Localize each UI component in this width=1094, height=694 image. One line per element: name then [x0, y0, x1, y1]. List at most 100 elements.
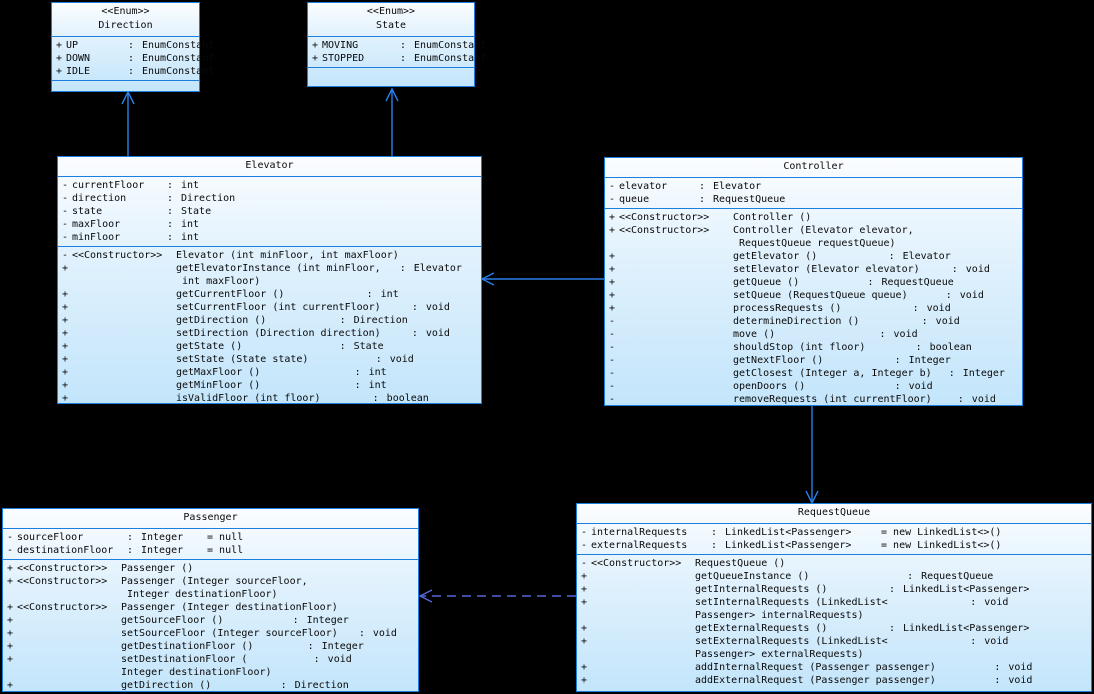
- attribute-type: Direction: [181, 193, 236, 204]
- class-operations-compartment: [52, 80, 199, 85]
- visibility-marker: +: [61, 393, 69, 404]
- operation-stereotype: [17, 679, 121, 692]
- visibility-marker: -: [61, 206, 69, 217]
- attribute-type: EnumConstant: [142, 66, 215, 77]
- operation-signature: getClosest (Integer a, Integer b): [733, 368, 932, 379]
- operation-return-type: RequestQueue: [921, 571, 994, 582]
- operation-row: +<<Constructor>>Passenger (): [3, 562, 418, 575]
- operation-sep: :: [889, 623, 902, 634]
- visibility-marker: -: [608, 329, 616, 340]
- class-stereotype: <<Enum>>: [101, 6, 150, 17]
- attribute-name: destinationFloor: [17, 545, 114, 556]
- operation-row: Passenger> externalRequests): [577, 648, 1091, 661]
- operation-signature: RequestQueue requestQueue): [733, 238, 896, 249]
- attribute-row: -state: State: [58, 205, 481, 218]
- attribute-default: = new LinkedList<>(): [875, 527, 1002, 538]
- operation-sep: [433, 249, 447, 262]
- class-name: RequestQueue: [797, 507, 871, 518]
- visibility-marker: [605, 237, 619, 250]
- operation-sep: :: [307, 641, 320, 652]
- class-attributes-compartment: +UP: EnumConstant+DOWN: EnumConstant+IDL…: [52, 36, 214, 80]
- attribute-row: -destinationFloor: Integer = null: [3, 544, 418, 557]
- visibility-marker: +: [6, 602, 14, 613]
- attribute-sep: :: [400, 40, 413, 51]
- operation-row: -openDoors (): void: [605, 380, 1022, 393]
- operation-row: -move (): void: [605, 328, 1022, 341]
- operation-return-type: [975, 224, 1022, 237]
- attribute-name: minFloor: [72, 232, 121, 243]
- operation-row: +setState (State state): void: [58, 353, 481, 366]
- class-box-state[interactable]: <<Enum>>State+MOVING: EnumConstant+STOPP…: [307, 2, 486, 87]
- visibility-marker: +: [580, 675, 588, 686]
- visibility-marker: -: [580, 540, 588, 551]
- operation-stereotype: [619, 302, 733, 315]
- attribute-row: +MOVING: EnumConstant: [308, 39, 486, 52]
- operation-row: +getQueueInstance (): RequestQueue: [577, 570, 1091, 583]
- class-box-passenger[interactable]: Passenger-sourceFloor: Integer = null-de…: [2, 508, 419, 692]
- operation-return-type: [355, 588, 418, 601]
- operation-signature: Passenger> externalRequests): [695, 649, 864, 660]
- attribute-sep: :: [711, 527, 724, 538]
- operation-return-type: Direction: [353, 315, 408, 326]
- operation-sep: [952, 237, 966, 250]
- operation-sep: :: [888, 251, 901, 262]
- operation-row: +setDestinationFloor (: void: [3, 653, 418, 666]
- operation-stereotype: [619, 263, 733, 276]
- operation-sep: :: [907, 571, 920, 582]
- operation-row: +setDirection (Direction direction): voi…: [58, 327, 481, 340]
- visibility-marker: +: [61, 341, 69, 352]
- attribute-sep: :: [128, 40, 141, 51]
- class-box-elevator[interactable]: Elevator-currentFloor: int-direction: Di…: [57, 156, 482, 404]
- operation-row: +getElevator (): Elevator: [605, 250, 1022, 263]
- operation-return-type: void: [971, 394, 996, 405]
- visibility-marker: -: [61, 232, 69, 243]
- operation-sep: :: [280, 680, 293, 691]
- operation-return-type: Direction: [294, 680, 349, 691]
- operation-sep: :: [915, 342, 928, 353]
- operation-signature: Passenger (): [121, 563, 194, 574]
- attribute-row: +UP: EnumConstant: [52, 39, 214, 52]
- operation-return-type: void: [327, 654, 352, 665]
- operation-sep: :: [354, 367, 367, 378]
- attribute-type: Elevator: [713, 181, 762, 192]
- operation-row: +addInternalRequest (Passenger passenger…: [577, 661, 1091, 674]
- attribute-row: -queue: RequestQueue: [605, 193, 1022, 206]
- operation-sep: :: [292, 615, 305, 626]
- class-operations-compartment: +<<Constructor>>Passenger ()+<<Construct…: [3, 559, 418, 694]
- class-box-direction[interactable]: <<Enum>>Direction+UP: EnumConstant+DOWN:…: [51, 2, 214, 92]
- attribute-sep: :: [128, 53, 141, 64]
- operation-stereotype: <<Constructor>>: [17, 602, 108, 613]
- class-name: Elevator: [245, 160, 294, 171]
- attribute-sep: :: [127, 545, 140, 556]
- class-attributes-compartment: -sourceFloor: Integer = null-destination…: [3, 528, 418, 559]
- operation-stereotype: [619, 315, 733, 328]
- operation-sep: :: [879, 329, 892, 340]
- operation-sep: :: [894, 355, 907, 366]
- class-box-requestqueue[interactable]: RequestQueue-internalRequests: LinkedLis…: [576, 503, 1092, 692]
- operation-signature: setExternalRequests (LinkedList<: [695, 636, 888, 647]
- attribute-row: +DOWN: EnumConstant: [52, 52, 214, 65]
- operation-return-type: void: [389, 354, 414, 365]
- operation-return-type: void: [935, 316, 960, 327]
- operation-row: -getNextFloor (): Integer: [605, 354, 1022, 367]
- operation-signature: Elevator (int minFloor, int maxFloor): [176, 250, 399, 261]
- operation-stereotype: <<Constructor>>: [619, 212, 710, 223]
- operation-signature: setCurrentFloor (int currentFloor): [176, 302, 381, 313]
- operation-return-type: boolean: [929, 342, 972, 353]
- attribute-default: = null: [201, 545, 244, 556]
- attribute-name: IDLE: [66, 66, 91, 77]
- visibility-marker: [577, 648, 591, 661]
- attribute-sep: :: [711, 540, 724, 551]
- operation-row: +<<Constructor>>Passenger (Integer sourc…: [3, 575, 418, 588]
- operation-signature: getMaxFloor (): [176, 367, 261, 378]
- attribute-sep: :: [167, 232, 180, 243]
- class-title-compartment: <<Enum>>Direction: [52, 3, 199, 36]
- attribute-sep: :: [127, 532, 140, 543]
- attribute-sep: :: [400, 53, 413, 64]
- visibility-marker: +: [311, 53, 319, 64]
- class-box-controller[interactable]: Controller-elevator: Elevator-queue: Req…: [604, 157, 1023, 406]
- operation-sep: [371, 601, 385, 614]
- visibility-marker: -: [608, 316, 616, 327]
- visibility-marker: +: [608, 303, 616, 314]
- attribute-default: = new LinkedList<>(): [875, 540, 1002, 551]
